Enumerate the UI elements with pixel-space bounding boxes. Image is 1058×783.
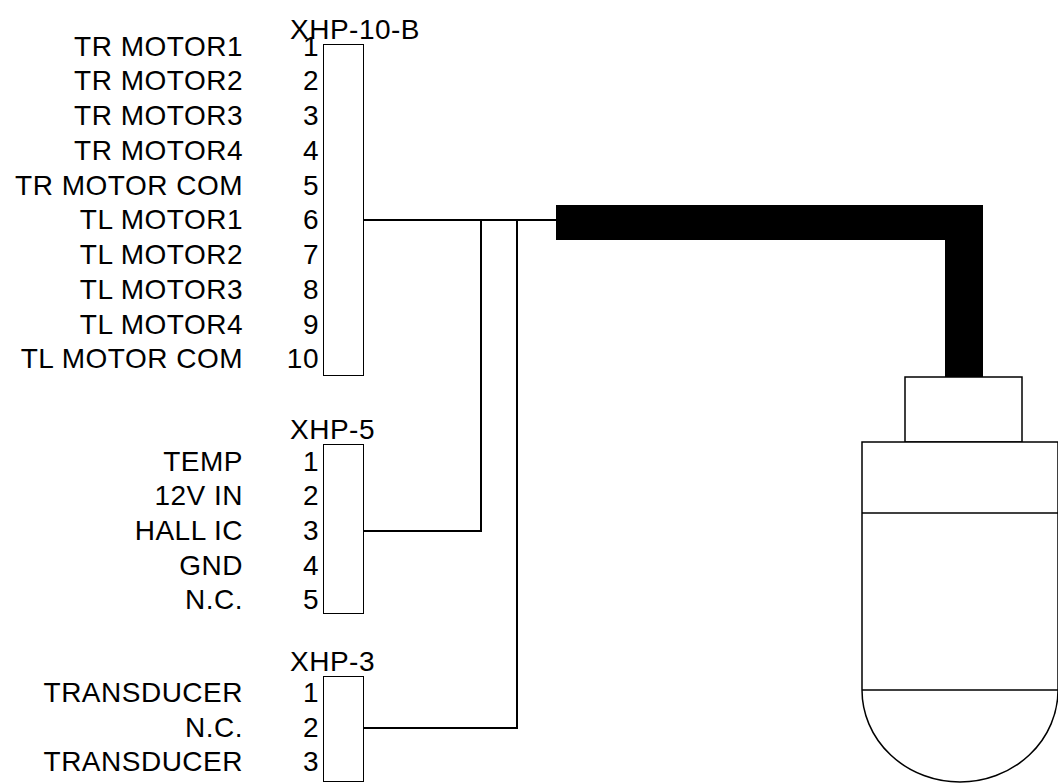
wire <box>363 220 481 531</box>
signal-name: TR MOTOR COM <box>15 170 243 202</box>
connector-box: XHP-3 <box>323 676 364 782</box>
housing-body <box>862 442 1058 782</box>
pin-number: 3 <box>303 100 319 132</box>
pin-number: 4 <box>303 550 319 582</box>
pin-number: 1 <box>303 677 319 709</box>
signal-name: N.C. <box>185 712 243 744</box>
pin-number: 2 <box>303 65 319 97</box>
pin-number: 5 <box>303 584 319 616</box>
wires <box>363 220 556 728</box>
pin-number: 8 <box>303 274 319 306</box>
pin-number: 9 <box>303 309 319 341</box>
connector-name: XHP-5 <box>290 415 375 445</box>
signal-name: TR MOTOR4 <box>74 135 243 167</box>
connector-box: XHP-10-B <box>323 44 364 376</box>
pin-number: 1 <box>303 446 319 478</box>
connector-box: XHP-5 <box>323 444 364 614</box>
signal-name: TL MOTOR2 <box>80 239 243 271</box>
pin-number: 4 <box>303 135 319 167</box>
cable-gland <box>905 377 1022 442</box>
pin-number: 3 <box>303 515 319 547</box>
pin-number: 7 <box>303 239 319 271</box>
signal-name: TL MOTOR3 <box>80 274 243 306</box>
signal-name: 12V IN <box>154 480 243 512</box>
cable <box>556 205 983 378</box>
pin-number: 2 <box>303 480 319 512</box>
signal-name: TR MOTOR2 <box>74 65 243 97</box>
signal-name: TRANSDUCER <box>44 746 243 778</box>
connector-name: XHP-3 <box>290 647 375 677</box>
signal-name: GND <box>179 550 243 582</box>
signal-name: TRANSDUCER <box>44 677 243 709</box>
housing-seam <box>862 689 1058 691</box>
wire <box>363 220 517 728</box>
pin-number: 5 <box>303 170 319 202</box>
signal-name: TEMP <box>163 446 243 478</box>
signal-name: TL MOTOR4 <box>80 309 243 341</box>
pin-number: 2 <box>303 712 319 744</box>
pin-number: 6 <box>303 204 319 236</box>
pin-number: 10 <box>287 343 319 375</box>
wire <box>363 219 556 221</box>
signal-name: TR MOTOR1 <box>74 31 243 63</box>
signal-name: TL MOTOR1 <box>80 204 243 236</box>
signal-name: TL MOTOR COM <box>21 343 243 375</box>
transducer-housing <box>862 377 1058 782</box>
pin-number: 1 <box>303 31 319 63</box>
signal-name: TR MOTOR3 <box>74 100 243 132</box>
signal-name: HALL IC <box>135 515 243 547</box>
signal-name: N.C. <box>185 584 243 616</box>
housing-seam <box>862 512 1058 514</box>
pin-number: 3 <box>303 746 319 778</box>
